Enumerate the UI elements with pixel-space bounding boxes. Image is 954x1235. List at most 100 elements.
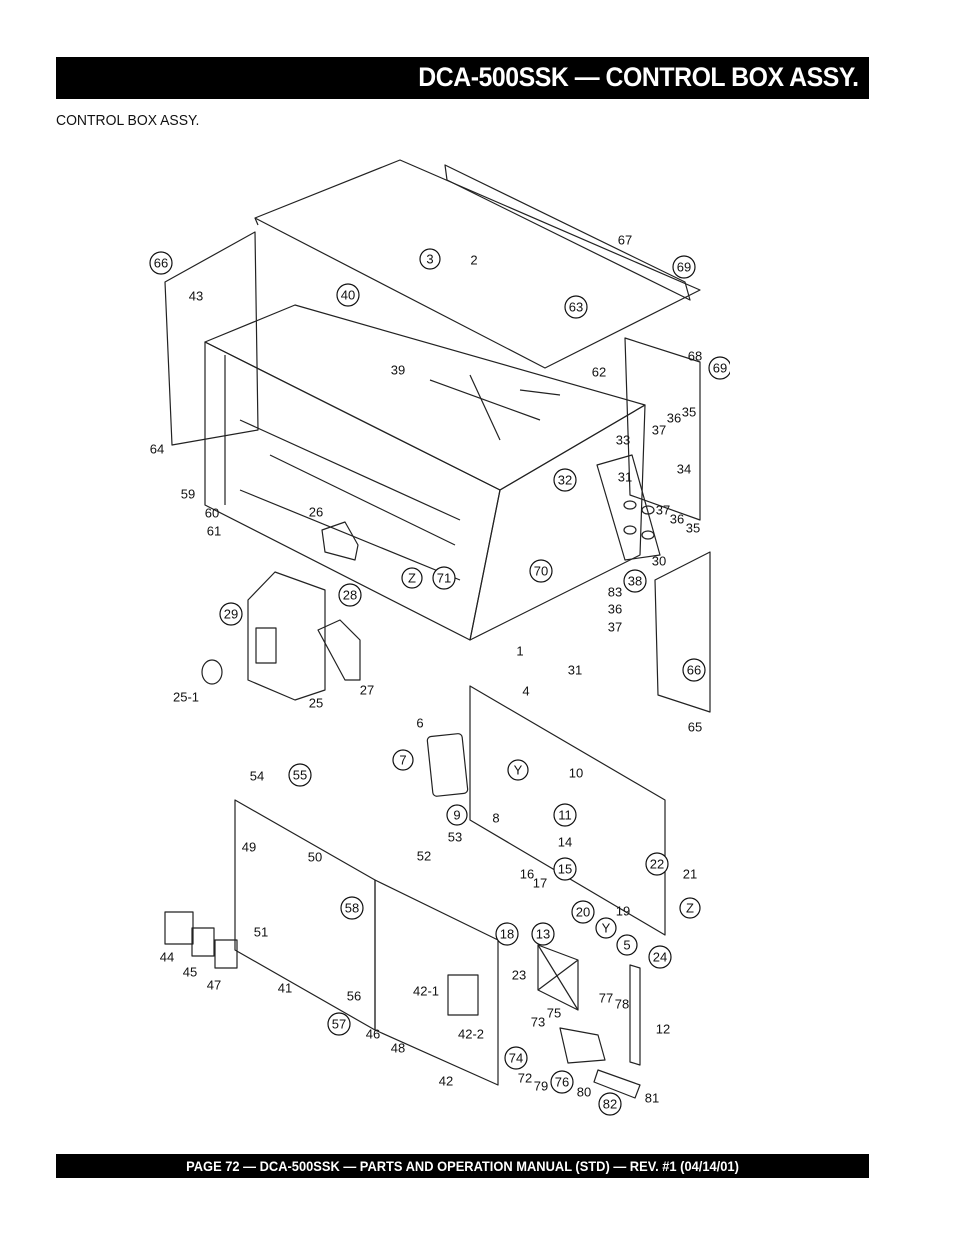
- callout-circle: [419, 248, 441, 270]
- callout-label: 70: [534, 564, 548, 579]
- callout-circle: [672, 255, 696, 279]
- callout-36: 36: [667, 411, 681, 426]
- callout-23: 23: [512, 968, 526, 983]
- callout-z: Z: [401, 567, 423, 589]
- callout-circle: [553, 803, 577, 827]
- callout-label: 31: [618, 470, 632, 485]
- callout-22: 22: [645, 852, 669, 876]
- callout-label: 18: [500, 927, 514, 942]
- callout-50: 50: [308, 850, 322, 865]
- callout-15: 15: [553, 857, 577, 881]
- callout-circle: [598, 1092, 622, 1116]
- callout-label: 44: [160, 950, 174, 965]
- callout-69: 69: [672, 255, 696, 279]
- callout-3: 3: [419, 248, 441, 270]
- callout-68: 68: [688, 349, 702, 364]
- meter-45: [191, 927, 215, 957]
- callout-label: 37: [656, 503, 670, 518]
- section-subtitle: CONTROL BOX ASSY.: [56, 112, 200, 129]
- callout-74: 74: [504, 1046, 528, 1070]
- callout-46: 46: [366, 1027, 380, 1042]
- callout-circle: [288, 763, 312, 787]
- callout-label: 20: [576, 905, 590, 920]
- callout-circle: [446, 804, 468, 826]
- callout-20: 20: [571, 900, 595, 924]
- callout-45: 45: [183, 965, 197, 980]
- callout-7: 7: [392, 749, 414, 771]
- callout-label: 24: [653, 950, 667, 965]
- callout-60: 60: [205, 506, 219, 521]
- callout-label: 82: [603, 1097, 617, 1112]
- callout-circle: [507, 759, 529, 781]
- callout-label: 69: [677, 260, 691, 275]
- callout-76: 76: [550, 1070, 574, 1094]
- callout-10: 10: [569, 766, 583, 781]
- callout-label: 39: [391, 363, 405, 378]
- callout-label: 34: [677, 462, 691, 477]
- callout-33: 33: [616, 433, 630, 448]
- callout-label: 33: [616, 433, 630, 448]
- callout-label: 3: [426, 252, 433, 267]
- callout-label: 2: [470, 253, 477, 268]
- callout-1: 1: [516, 644, 523, 659]
- callout-circle: [327, 1012, 351, 1036]
- callout-label: 36: [608, 602, 622, 617]
- callout-label: 36: [670, 512, 684, 527]
- callout-label: 69: [713, 361, 727, 376]
- callout-26: 26: [309, 505, 323, 520]
- callout-label: 22: [650, 857, 664, 872]
- callout-label: 63: [569, 300, 583, 315]
- callout-label: 42-2: [458, 1027, 484, 1042]
- callout-circle: [571, 900, 595, 924]
- meter-frame: [426, 733, 469, 797]
- callout-56: 56: [347, 989, 361, 1004]
- callout-label: 11: [558, 808, 572, 823]
- callout-77: 77: [599, 991, 613, 1006]
- callout-label: 5: [623, 938, 630, 953]
- callout-57: 57: [327, 1012, 351, 1036]
- callout-circle: [623, 569, 647, 593]
- callout-circle: [401, 567, 423, 589]
- callout-36: 36: [608, 602, 622, 617]
- callout-16: 16: [520, 867, 534, 882]
- callout-37: 37: [656, 503, 670, 518]
- callout-41: 41: [278, 981, 292, 996]
- callout-circle: [336, 283, 360, 307]
- callout-circle: [682, 658, 706, 682]
- callout-label: 16: [520, 867, 534, 882]
- callout-circle: [553, 468, 577, 492]
- rear-right-panel: [444, 164, 691, 301]
- right-side-panel: [624, 337, 701, 521]
- callout-label: 71: [437, 571, 451, 586]
- callout-circle: [616, 934, 638, 956]
- callout-42: 42: [439, 1074, 453, 1089]
- callout-31: 31: [568, 663, 582, 678]
- callout-54: 54: [250, 769, 264, 784]
- callout-37: 37: [652, 423, 666, 438]
- callout-61: 61: [207, 524, 221, 539]
- callout-67: 67: [618, 233, 632, 248]
- callout-52: 52: [417, 849, 431, 864]
- callout-circle: [564, 295, 588, 319]
- callout-73: 73: [531, 1015, 545, 1030]
- callout-53: 53: [448, 830, 462, 845]
- callout-label: 17: [533, 876, 547, 891]
- callout-circle: [550, 1070, 574, 1094]
- callout-label: 79: [534, 1079, 548, 1094]
- callout-40: 40: [336, 283, 360, 307]
- callout-label: 49: [242, 840, 256, 855]
- callout-label: 77: [599, 991, 613, 1006]
- terminal-plate: [596, 454, 661, 561]
- callout-label: 25: [309, 696, 323, 711]
- callout-12: 12: [656, 1022, 670, 1037]
- callout-label: 32: [558, 473, 572, 488]
- callout-62: 62: [592, 365, 606, 380]
- callout-label: 42: [439, 1074, 453, 1089]
- callout-81: 81: [645, 1091, 659, 1106]
- callout-label: 31: [568, 663, 582, 678]
- callout-label: 72: [518, 1071, 532, 1086]
- callout-label: 47: [207, 978, 221, 993]
- left-side-panel: [164, 231, 259, 446]
